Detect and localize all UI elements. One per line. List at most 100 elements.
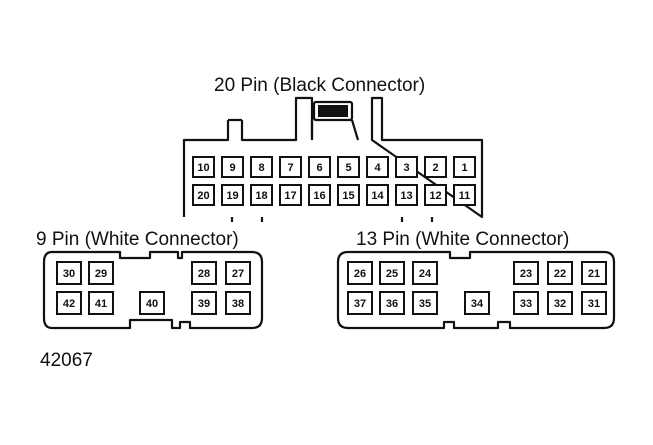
pin-42: 42 [56, 291, 82, 315]
pin-20: 20 [192, 184, 215, 206]
pin-23: 23 [513, 261, 539, 285]
pin-4: 4 [366, 156, 389, 178]
pin-18: 18 [250, 184, 273, 206]
pin-11-box [453, 184, 476, 206]
pin-27-box [225, 261, 251, 285]
white13-connector-pins: 26 25 24 23 22 21 37 36 35 34 33 32 31 [347, 261, 607, 315]
pin-28: 28 [191, 261, 217, 285]
pin-26: 26 [347, 261, 373, 285]
pin-36: 36 [379, 291, 405, 315]
pin-2-label: 2 [432, 162, 438, 174]
pin-3-label: 3 [403, 162, 409, 174]
pin-19-label: 19 [226, 190, 238, 202]
pin-9-box [221, 156, 244, 178]
pin-40-box [139, 291, 165, 315]
pin-38-label: 38 [232, 298, 244, 310]
pin-31-label: 31 [588, 298, 600, 310]
pin-35: 35 [412, 291, 438, 315]
pin-30-box [56, 261, 82, 285]
pin-26-label: 26 [354, 268, 366, 280]
pin-16: 16 [308, 184, 331, 206]
pin-28-label: 28 [198, 268, 210, 280]
white9-connector-housing [42, 250, 264, 330]
pin-40: 40 [139, 291, 165, 315]
pin-12-box [424, 184, 447, 206]
pin-20-label: 20 [197, 190, 209, 202]
pin-29-box [88, 261, 114, 285]
pin-14-label: 14 [371, 190, 384, 202]
black-connector-title: 20 Pin (Black Connector) [214, 75, 425, 96]
pin-25-label: 25 [386, 268, 398, 280]
pin-11-label: 11 [459, 190, 471, 202]
pin-16-label: 16 [313, 190, 325, 202]
white13-connector-title: 13 Pin (White Connector) [356, 229, 569, 250]
pin-2-box [424, 156, 447, 178]
pin-21: 21 [581, 261, 607, 285]
pin-37-label: 37 [354, 298, 366, 310]
pin-27: 27 [225, 261, 251, 285]
pin-38-box [225, 291, 251, 315]
pin-22: 22 [547, 261, 573, 285]
figure-number: 42067 [40, 350, 93, 371]
pin-9: 9 [221, 156, 244, 178]
pin-24-label: 24 [419, 268, 432, 280]
pin-32-box [547, 291, 573, 315]
pin-39: 39 [191, 291, 217, 315]
pin-5: 5 [337, 156, 360, 178]
pin-32: 32 [547, 291, 573, 315]
pin-6-label: 6 [316, 162, 322, 174]
pin-35-label: 35 [419, 298, 431, 310]
pin-18-label: 18 [255, 190, 267, 202]
white9-connector-pins: 30 29 28 27 42 41 40 39 38 [56, 261, 251, 315]
pin-8-label: 8 [258, 162, 264, 174]
pin-23-label: 23 [520, 268, 532, 280]
pin-37-box [347, 291, 373, 315]
pin-36-label: 36 [386, 298, 398, 310]
pin-30-label: 30 [63, 268, 75, 280]
pin-34: 34 [464, 291, 490, 315]
pin-33-label: 33 [520, 298, 532, 310]
pin-20-box [192, 184, 215, 206]
pin-31: 31 [581, 291, 607, 315]
pin-8-box [250, 156, 273, 178]
pin-39-label: 39 [198, 298, 210, 310]
pin-22-box [547, 261, 573, 285]
pin-3: 3 [395, 156, 418, 178]
pin-16-box [308, 184, 331, 206]
pin-37: 37 [347, 291, 373, 315]
pin-1-label: 1 [461, 162, 467, 174]
pin-7-label: 7 [287, 162, 293, 174]
pin-10: 10 [192, 156, 215, 178]
pin-32-label: 32 [554, 298, 566, 310]
pin-26-box [347, 261, 373, 285]
pin-29-label: 29 [95, 268, 107, 280]
pin-15-label: 15 [342, 190, 354, 202]
pin-39-box [191, 291, 217, 315]
pin-6-box [308, 156, 331, 178]
pin-11: 11 [453, 184, 476, 206]
pin-17: 17 [279, 184, 302, 206]
pin-38: 38 [225, 291, 251, 315]
pin-15-box [337, 184, 360, 206]
pin-40-label: 40 [146, 298, 158, 310]
pin-21-label: 21 [588, 268, 600, 280]
pin-14-box [366, 184, 389, 206]
pin-12: 12 [424, 184, 447, 206]
pin-33-box [513, 291, 539, 315]
pin-30: 30 [56, 261, 82, 285]
pin-25-box [379, 261, 405, 285]
pin-25: 25 [379, 261, 405, 285]
pin-31-box [581, 291, 607, 315]
pin-17-box [279, 184, 302, 206]
pin-10-box [192, 156, 215, 178]
pin-12-label: 12 [429, 190, 441, 202]
pin-1-box [453, 156, 476, 178]
white13-connector-housing [336, 250, 616, 330]
pin-41-label: 41 [95, 298, 107, 310]
pin-5-box [337, 156, 360, 178]
pin-5-label: 5 [345, 162, 351, 174]
pin-24: 24 [412, 261, 438, 285]
pin-36-box [379, 291, 405, 315]
